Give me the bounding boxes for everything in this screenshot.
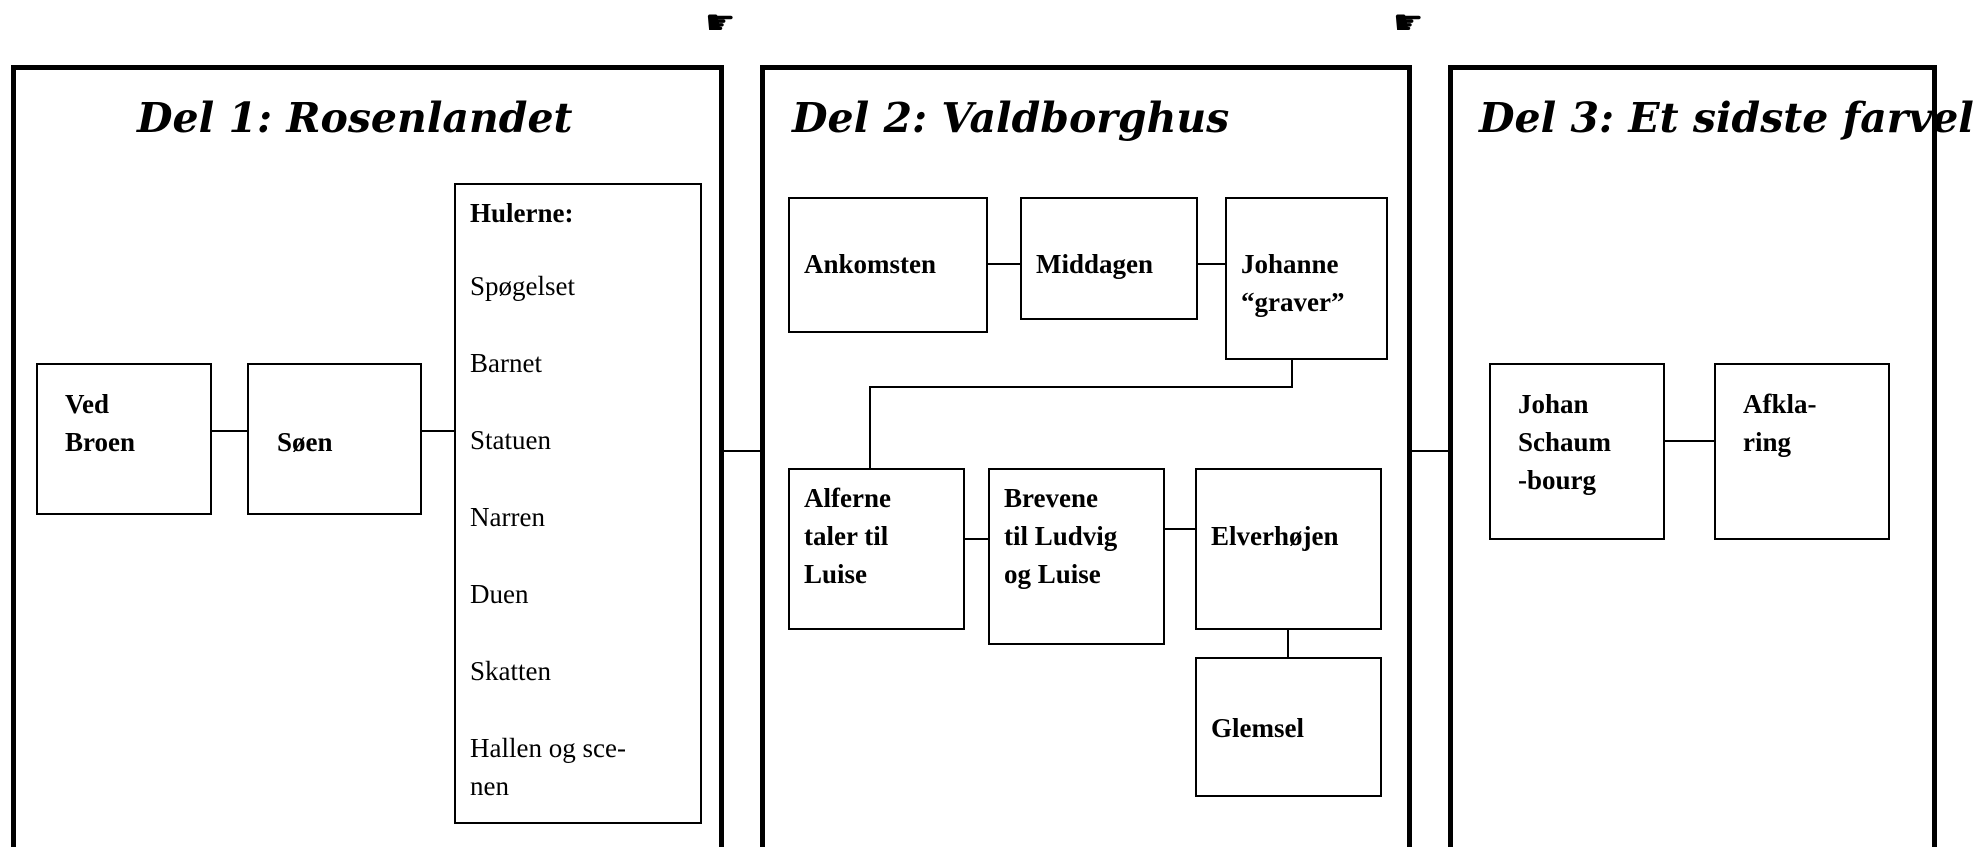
connector-line (988, 263, 1020, 265)
connector-line (1665, 440, 1714, 442)
list-item: Duen (470, 579, 529, 609)
connector-line (1198, 263, 1225, 265)
list-item: Spøgelset (470, 271, 575, 301)
list-item: Barnet (470, 348, 542, 378)
box-label: Ankomsten (804, 249, 937, 279)
panel-title: Del 1: Rosenlandet (137, 94, 573, 142)
box-label: Ved Broen (65, 389, 136, 457)
list-item: Narren (470, 502, 545, 532)
connector-line (1287, 630, 1289, 657)
box-label: Johan Schaum -bourg (1518, 389, 1612, 495)
box-alferne: Alferne taler til Luise (788, 468, 965, 630)
box-soen: Søen (247, 363, 422, 515)
box-label: Elverhøjen (1211, 521, 1339, 551)
connector-line (1165, 528, 1195, 530)
connector-line (965, 538, 988, 540)
connector-line (869, 386, 871, 468)
box-label: Afkla- ring (1743, 389, 1817, 457)
box-johan-schaumbourg: Johan Schaum -bourg (1489, 363, 1665, 540)
list-item: Skatten (470, 656, 551, 686)
caves-list-box: Hulerne: Spøgelset Barnet Statuen Narren… (454, 183, 702, 824)
panel-connector (1412, 450, 1448, 452)
panel-title: Del 2: Valdborghus (792, 94, 1230, 142)
list-item: Hallen og sce- nen (470, 733, 626, 801)
panel-part-2: Del 2: Valdborghus Ankomsten Middagen Jo… (760, 65, 1412, 847)
caves-heading: Hulerne: (470, 198, 574, 228)
connector-line (422, 430, 454, 432)
pointing-hand-icon: ☛ (1393, 3, 1424, 43)
panel-part-3: Del 3: Et sidste farvel Johan Schaum -bo… (1448, 65, 1974, 847)
connector-line (1291, 360, 1293, 388)
box-johanne-graver: Johanne “graver” (1225, 197, 1388, 360)
box-label: Søen (277, 427, 333, 457)
list-item: Statuen (470, 425, 551, 455)
pointing-hand-icon: ☛ (705, 3, 736, 43)
box-ved-broen: Ved Broen (36, 363, 212, 515)
panel-part-1: Del 1: Rosenlandet Ved Broen Søen Hulern… (11, 65, 724, 847)
connector-line (869, 386, 1293, 388)
box-label: Glemsel (1211, 713, 1304, 743)
connector-line (212, 430, 247, 432)
box-ankomsten: Ankomsten (788, 197, 988, 333)
box-label: Middagen (1036, 249, 1154, 279)
panel-connector (724, 450, 760, 452)
panel-title: Del 3: Et sidste farvel (1479, 94, 1974, 142)
box-glemsel: Glemsel (1195, 657, 1382, 797)
box-label: Johanne “graver” (1241, 249, 1345, 317)
box-brevene: Brevene til Ludvig og Luise (988, 468, 1165, 645)
box-elverhoejen: Elverhøjen (1195, 468, 1382, 630)
box-middagen: Middagen (1020, 197, 1198, 320)
box-afklaring: Afkla- ring (1714, 363, 1890, 540)
box-label: Alferne taler til Luise (804, 483, 891, 589)
box-label: Brevene til Ludvig og Luise (1004, 483, 1118, 589)
